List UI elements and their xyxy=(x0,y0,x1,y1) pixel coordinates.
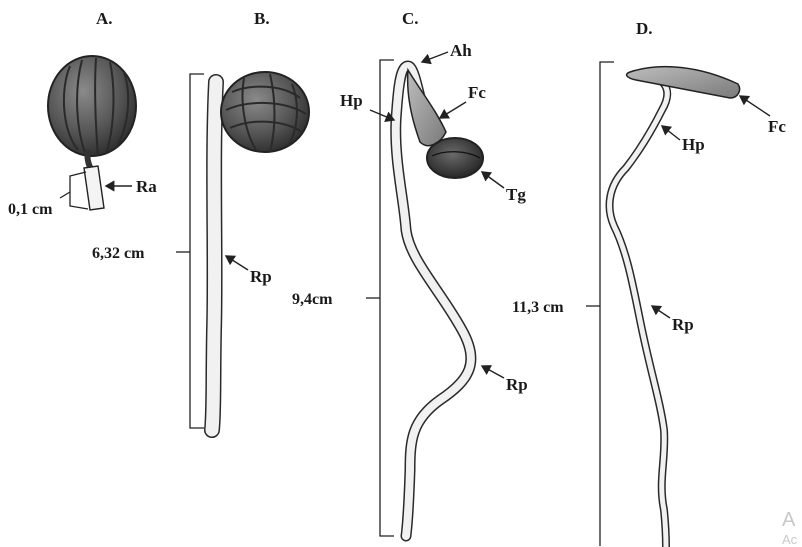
watermark-line2: Ac xyxy=(782,532,798,547)
panel-b-title: B. xyxy=(254,9,270,28)
measure-label-c: 9,4cm xyxy=(292,291,333,308)
label-ra: Ra xyxy=(136,177,157,196)
arrow-fc-c xyxy=(440,102,466,118)
radicle-a xyxy=(84,166,104,210)
arrow-rp-c xyxy=(482,366,504,378)
arrow-rp-d xyxy=(652,306,670,318)
watermark-line1: A xyxy=(782,509,796,531)
arrow-hp-d xyxy=(662,126,680,140)
measure-bracket-d xyxy=(600,62,614,546)
panel-d-title: D. xyxy=(636,19,653,38)
measure-label-d: 11,3 cm xyxy=(512,299,564,316)
label-rp-b: Rp xyxy=(250,267,272,286)
seed-b-illustration xyxy=(221,72,309,152)
label-rp-d: Rp xyxy=(672,315,694,334)
label-ah: Ah xyxy=(450,41,472,60)
arrow-rp-b xyxy=(226,256,248,270)
arrow-ah xyxy=(422,52,448,62)
arrow-tg xyxy=(482,172,504,188)
label-tg: Tg xyxy=(506,185,526,204)
arrow-fc-d xyxy=(740,96,770,116)
measure-label-b: 6,32 cm xyxy=(92,245,145,262)
panel-c-title: C. xyxy=(402,9,419,28)
seedling-d-illustration xyxy=(610,67,740,547)
root-b-illustration xyxy=(212,82,216,430)
panel-d: D. 11,3 cm Fc Hp Rp xyxy=(512,19,786,547)
measure-label-a: 0,1 cm xyxy=(8,201,53,218)
label-fc-c: Fc xyxy=(468,83,486,102)
arrow-hp-c xyxy=(370,110,394,120)
panel-c: C. 9,4cm Ah Hp Fc Tg Rp xyxy=(292,9,528,536)
panel-a-title: A. xyxy=(96,9,113,28)
seed-a-illustration xyxy=(48,56,136,170)
seedling-c-illustration xyxy=(396,66,483,536)
panel-a: A. 0,1 cm Ra xyxy=(8,9,157,218)
label-fc-d: Fc xyxy=(768,117,786,136)
measure-bracket-b xyxy=(190,74,204,428)
label-hp-d: Hp xyxy=(682,135,705,154)
label-hp-c: Hp xyxy=(340,91,363,110)
label-rp-c: Rp xyxy=(506,375,528,394)
